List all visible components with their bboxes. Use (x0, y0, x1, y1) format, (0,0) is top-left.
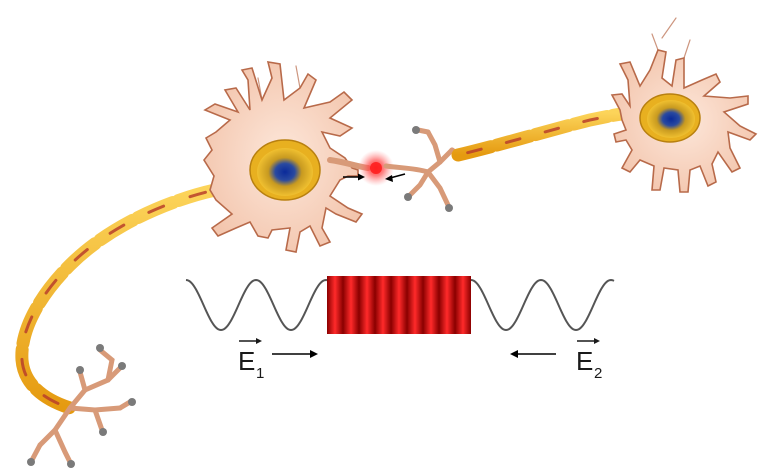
standing-wave-region (327, 276, 471, 334)
right-dendrite-terminal (383, 127, 463, 208)
incoming-wave-right (470, 278, 615, 332)
left-axon-terminal (29, 347, 133, 465)
left-axon (15, 183, 222, 415)
field-left-subscript: 1 (256, 365, 264, 382)
vector-arrow-icon (594, 338, 600, 344)
synapse-arrow-right (343, 173, 365, 181)
direction-arrow-left (510, 350, 556, 358)
field-right-subscript: 2 (594, 365, 602, 382)
synapse-arrow-left (385, 173, 406, 182)
field-label-left: E 1 (238, 338, 264, 382)
field-left-symbol: E (238, 346, 255, 376)
left-terminal-tips (27, 344, 136, 468)
field-label-right: E 2 (576, 338, 602, 382)
right-terminal-tips (404, 126, 453, 212)
vector-arrow-icon (256, 338, 262, 344)
field-right-symbol: E (576, 346, 593, 376)
right-axon (451, 106, 641, 162)
left-soma (203, 61, 371, 253)
synapse (343, 150, 406, 186)
incoming-wave-left (185, 278, 328, 332)
right-soma (610, 17, 758, 193)
direction-arrow-right (272, 350, 318, 358)
